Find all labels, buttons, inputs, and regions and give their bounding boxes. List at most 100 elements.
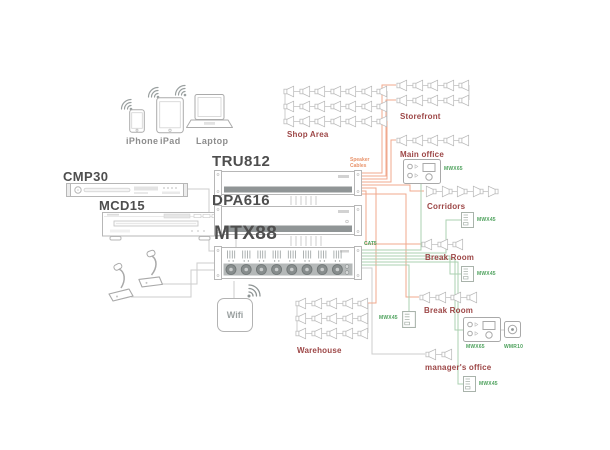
speaker-icon: [345, 85, 358, 98]
dpa616-label: DPA616: [212, 192, 270, 209]
paging-mic-icon: [104, 262, 138, 311]
speaker-icon: [486, 185, 499, 198]
speaker-row: [419, 291, 479, 304]
speaker-icon: [357, 327, 370, 340]
wall-control-label: MWX65: [466, 344, 485, 350]
speaker-icon: [361, 100, 374, 113]
zone-label-storefront: Storefront: [400, 112, 441, 121]
laptop-label: Laptop: [196, 136, 229, 146]
speaker-grid-break-room-2: [419, 291, 479, 306]
speaker-icon: [295, 297, 308, 310]
zone-label-managers-office: manager's office: [425, 363, 492, 372]
wall-control-label: MWX45: [379, 315, 398, 321]
tru812-unit: [214, 170, 362, 201]
speaker-icon: [396, 79, 409, 92]
wifi-waves-ipad-icon: [141, 80, 163, 107]
mcd15-label: MCD15: [99, 198, 146, 213]
speaker-grid-break-room-1: [421, 238, 465, 253]
speaker-grid-shop-area: [283, 85, 389, 130]
speaker-icon: [283, 85, 296, 98]
speaker-icon: [427, 134, 440, 147]
speaker-icon: [443, 79, 456, 92]
speaker-icon: [326, 312, 339, 325]
speaker-icon: [345, 100, 358, 113]
speaker-row: [295, 312, 370, 325]
wall-plate-mwx45-icon: [461, 266, 474, 287]
laptop-icon: [186, 94, 233, 134]
speaker-row: [396, 94, 471, 107]
speaker-icon: [295, 312, 308, 325]
speaker-icon: [283, 100, 296, 113]
speaker-icon: [412, 134, 425, 147]
speaker-icon: [361, 85, 374, 98]
zone-label-warehouse: Warehouse: [297, 346, 342, 355]
wifi-waves-iphone-icon: [114, 92, 136, 119]
speaker-icon: [342, 297, 355, 310]
speaker-icon: [435, 291, 448, 304]
speaker-icon: [376, 100, 389, 113]
speaker-icon: [376, 85, 389, 98]
speaker-row: [425, 348, 454, 361]
speaker-icon: [342, 312, 355, 325]
wifi-waves-laptop-icon: [168, 78, 190, 105]
speaker-row: [283, 85, 389, 98]
speaker-icon: [424, 185, 437, 198]
zone-label-corridors: Corridors: [427, 202, 466, 211]
speaker-icon: [342, 327, 355, 340]
speaker-row: [283, 100, 389, 113]
speaker-icon: [330, 85, 343, 98]
network-cables: [362, 184, 463, 385]
wall-control-label: MWX45: [477, 271, 496, 277]
speaker-icon: [330, 115, 343, 128]
speaker-grid-storefront: [396, 79, 471, 109]
speaker-row: [295, 327, 370, 340]
speaker-icon: [311, 312, 324, 325]
speaker-row: [295, 297, 370, 310]
mtx88-unit: [214, 246, 362, 285]
speaker-grid-main-office: [396, 134, 471, 149]
speaker-icon: [299, 85, 312, 98]
wifi-waves-router-icon: [243, 275, 269, 306]
speaker-icon: [314, 85, 327, 98]
speaker-icon: [450, 291, 463, 304]
speaker-icon: [427, 79, 440, 92]
speaker-icon: [427, 94, 440, 107]
wifi-router: Wifi: [217, 298, 253, 332]
speaker-grid-managers-office: [425, 348, 454, 363]
mcd15-unit: [102, 212, 220, 246]
speaker-cables-label: Speaker Cables: [350, 157, 370, 169]
speaker-icon: [440, 185, 453, 198]
speaker-row: [421, 238, 465, 251]
speaker-icon: [458, 94, 471, 107]
speaker-icon: [311, 327, 324, 340]
iphone-icon: [129, 109, 145, 138]
speaker-row: [283, 115, 389, 128]
speaker-row: [396, 79, 471, 92]
speaker-icon: [452, 238, 465, 251]
zone-label-main-office: Main office: [400, 150, 444, 159]
speaker-icon: [283, 115, 296, 128]
dpa616-unit: [214, 205, 362, 241]
speaker-grid-corridors: [424, 185, 499, 200]
wall-control-label: WMR10: [504, 344, 524, 350]
speaker-icon: [311, 297, 324, 310]
wall-remote-wmr10-icon: [504, 321, 521, 343]
ipad-icon: [156, 97, 184, 139]
speaker-icon: [443, 134, 456, 147]
tru812-label: TRU812: [212, 153, 271, 170]
zone-label-break-room-1: Break Room: [425, 253, 475, 262]
speaker-icon: [443, 94, 456, 107]
speaker-icon: [330, 100, 343, 113]
wall-panel-mwx65-icon: [463, 317, 501, 347]
speaker-icon: [326, 297, 339, 310]
zone-label-break-room-2: Break Room: [424, 306, 474, 315]
speaker-icon: [299, 115, 312, 128]
ipad-label: iPad: [160, 136, 181, 146]
speaker-row: [396, 134, 471, 147]
wall-control-label: MWX65: [444, 166, 463, 172]
wall-plate-mwx45-icon: [463, 376, 476, 397]
speaker-grid-warehouse: [295, 297, 370, 342]
cmp30-unit: [66, 183, 188, 202]
wall-control-label: MWX45: [477, 217, 496, 223]
